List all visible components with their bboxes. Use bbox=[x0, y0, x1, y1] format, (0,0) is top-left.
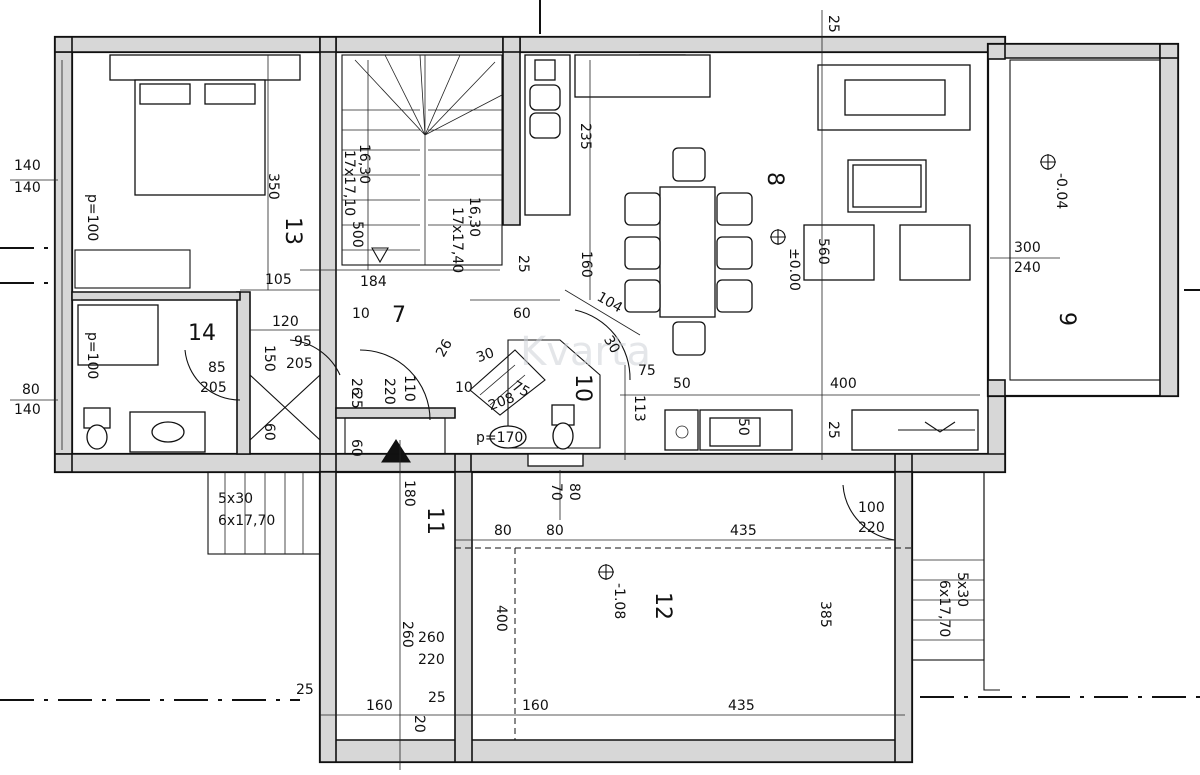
note-p100-bath: p=100 bbox=[84, 332, 100, 379]
dimension-lines bbox=[10, 10, 1060, 770]
room-labels: 7 8 9 10 11 12 13 14 bbox=[188, 172, 1079, 620]
dim-220a: 220 bbox=[381, 378, 397, 405]
note-outside-b: 6x17,70 bbox=[218, 513, 275, 529]
hall-entrance bbox=[289, 309, 896, 541]
dim-350: 350 bbox=[265, 173, 281, 200]
room-14-label: 14 bbox=[188, 321, 216, 346]
dim-26b: 26 bbox=[433, 337, 456, 361]
dim-l-80: 80 bbox=[22, 382, 40, 398]
dim-60a: 60 bbox=[261, 423, 277, 441]
dim-260b: 260 bbox=[418, 630, 445, 646]
bathroom-fixtures bbox=[77, 304, 321, 453]
dim-50a: 50 bbox=[673, 376, 691, 392]
dim-75b: 75 bbox=[638, 363, 656, 379]
dim-205b: 205 bbox=[200, 380, 227, 396]
dim-400a: 400 bbox=[830, 376, 857, 392]
dim-80b: 80 bbox=[494, 523, 512, 539]
level-markers bbox=[598, 154, 1056, 580]
dim-160a: 160 bbox=[578, 251, 594, 278]
dim-26: 26 bbox=[348, 378, 364, 396]
dim-10b: 10 bbox=[455, 380, 473, 396]
dim-400b: 400 bbox=[493, 605, 509, 632]
dimension-texts: 25 140 140 80 140 350 500 184 105 120 95… bbox=[14, 15, 1041, 733]
note-stair-dn: 16,30 bbox=[466, 197, 482, 237]
staircase bbox=[341, 54, 503, 266]
dim-160b: 160 bbox=[366, 698, 393, 714]
note-outside-a: 5x30 bbox=[218, 491, 253, 507]
living-furniture bbox=[664, 64, 979, 451]
level-garage: -1.08 bbox=[611, 583, 627, 619]
dim-560: 560 bbox=[815, 238, 831, 265]
note-outside-c: 5x30 bbox=[954, 572, 970, 607]
room-13-label: 13 bbox=[280, 217, 305, 245]
dim-260: 260 bbox=[399, 621, 415, 648]
dim-110: 110 bbox=[401, 375, 417, 402]
dim-385: 385 bbox=[817, 601, 833, 628]
note-outside-d: 6x17,70 bbox=[936, 580, 952, 637]
dim-300: 300 bbox=[1014, 240, 1041, 256]
dim-l-140b: 140 bbox=[14, 180, 41, 196]
dim-435a: 435 bbox=[730, 523, 757, 539]
plan-notes: p=100 p=100 p=170 16,30 17x17,10 16,30 1… bbox=[84, 144, 970, 637]
room-9-label: 9 bbox=[1054, 312, 1079, 326]
dim-240: 240 bbox=[1014, 260, 1041, 276]
note-stair-up2: 17x17,10 bbox=[341, 150, 357, 216]
dim-25b: 25 bbox=[515, 255, 531, 273]
dim-85: 85 bbox=[208, 360, 226, 376]
dim-113: 113 bbox=[631, 395, 647, 422]
dim-10a: 10 bbox=[352, 306, 370, 322]
dim-80c: 80 bbox=[546, 523, 564, 539]
dim-160c: 160 bbox=[522, 698, 549, 714]
dim-70: 70 bbox=[548, 483, 564, 501]
dim-25e: 25 bbox=[428, 690, 446, 706]
dim-100: 100 bbox=[858, 500, 885, 516]
room-8-label: 8 bbox=[762, 172, 787, 186]
room-12-label: 12 bbox=[650, 592, 675, 620]
dim-60b: 60 bbox=[348, 439, 364, 457]
note-stair-up: 16,30 bbox=[356, 144, 372, 184]
dim-30a: 30 bbox=[600, 333, 623, 356]
level-living: ±0.00 bbox=[786, 248, 802, 291]
dim-180: 180 bbox=[401, 480, 417, 507]
dim-25c: 25 bbox=[825, 421, 841, 439]
dim-500: 500 bbox=[349, 221, 365, 248]
dim-435b: 435 bbox=[728, 698, 755, 714]
dim-l-140a: 140 bbox=[14, 158, 41, 174]
level-texts: ±0.00 -0.04 -1.08 bbox=[611, 173, 1069, 619]
dim-80a: 80 bbox=[566, 483, 582, 501]
dim-30b: 30 bbox=[474, 345, 496, 366]
dim-120: 120 bbox=[272, 314, 299, 330]
level-terrace: -0.04 bbox=[1053, 173, 1069, 209]
room-11-label: 11 bbox=[422, 507, 447, 535]
dim-60c: 60 bbox=[513, 306, 531, 322]
dim-220b: 220 bbox=[858, 520, 885, 536]
room-10-label: 10 bbox=[570, 374, 595, 402]
bedroom-furniture bbox=[54, 54, 301, 450]
dim-25a: 25 bbox=[348, 391, 364, 409]
room-7-label: 7 bbox=[392, 303, 406, 328]
kitchen-dining bbox=[524, 54, 753, 356]
dim-95: 95 bbox=[294, 334, 312, 350]
dim-25d: 25 bbox=[296, 682, 314, 698]
dim-205a: 205 bbox=[286, 356, 313, 372]
dim-184: 184 bbox=[360, 274, 387, 290]
note-stair-dn2: 17x17,40 bbox=[449, 207, 465, 273]
dim-150: 150 bbox=[261, 345, 277, 372]
garage-walls bbox=[207, 470, 1000, 764]
dim-l-140c: 140 bbox=[14, 402, 41, 418]
dim-50b: 50 bbox=[735, 418, 751, 436]
watermark: Kvarta bbox=[520, 329, 651, 375]
dim-20: 20 bbox=[411, 715, 427, 733]
dim-105: 105 bbox=[265, 272, 292, 288]
note-p100-bed: p=100 bbox=[84, 194, 100, 241]
dim-235: 235 bbox=[577, 123, 593, 150]
dim-75a: 75 bbox=[509, 378, 532, 401]
dim-220c: 220 bbox=[418, 652, 445, 668]
dim-top-25: 25 bbox=[825, 15, 841, 33]
note-p170: p=170 bbox=[476, 430, 523, 446]
